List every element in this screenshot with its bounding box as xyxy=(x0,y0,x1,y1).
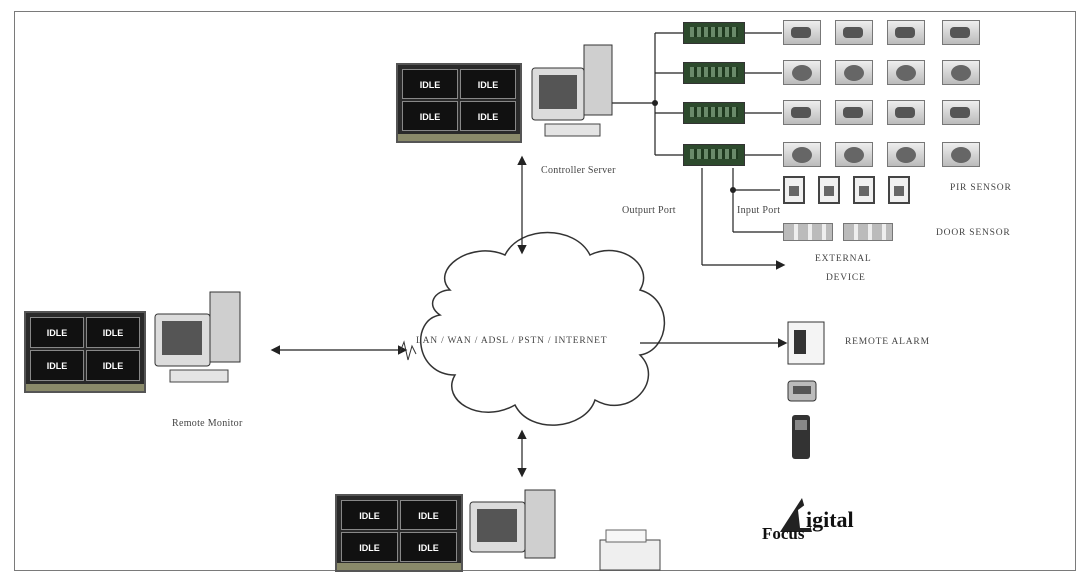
capture-card xyxy=(683,22,745,44)
camera-icon xyxy=(887,20,925,45)
capture-card xyxy=(683,102,745,124)
door-sensor-icon xyxy=(843,223,893,241)
display-tile: IDLE xyxy=(402,69,458,99)
dome-camera-icon xyxy=(887,142,925,167)
door-sensor-icon xyxy=(783,223,833,241)
pir-sensor-label: PIR SENSOR xyxy=(950,183,1012,193)
camera-icon xyxy=(835,100,873,125)
display-tile: IDLE xyxy=(86,350,140,381)
logo-text-small: Focus xyxy=(762,524,805,543)
display-tile: IDLE xyxy=(30,317,84,348)
workstation-display: IDLE IDLE IDLE IDLE xyxy=(335,494,463,572)
network-cloud xyxy=(419,231,666,426)
remote-monitor-label: Remote Monitor xyxy=(172,418,243,429)
capture-card xyxy=(683,62,745,84)
external-device-label-1: EXTERNAL xyxy=(815,254,872,264)
remote-monitor-display: IDLE IDLE IDLE IDLE xyxy=(24,311,146,393)
server-display: IDLE IDLE IDLE IDLE xyxy=(396,63,522,143)
display-tile: IDLE xyxy=(402,101,458,131)
pir-sensor-icon xyxy=(853,176,875,204)
display-tile: IDLE xyxy=(86,317,140,348)
display-tile: IDLE xyxy=(341,500,398,530)
camera-icon xyxy=(887,100,925,125)
dome-camera-icon xyxy=(887,60,925,85)
camera-icon xyxy=(783,20,821,45)
controller-server-label: Controller Server xyxy=(541,165,616,176)
display-tile: IDLE xyxy=(30,350,84,381)
input-port-label: Input Port xyxy=(737,205,781,216)
display-tile: IDLE xyxy=(460,101,516,131)
pir-sensor-icon xyxy=(888,176,910,204)
dome-camera-icon xyxy=(942,142,980,167)
capture-card xyxy=(683,144,745,166)
digital-focus-logo: igital Focus xyxy=(760,494,900,554)
network-label: LAN / WAN / ADSL / PSTN / INTERNET xyxy=(416,336,608,346)
camera-icon xyxy=(835,20,873,45)
camera-icon xyxy=(783,100,821,125)
display-tile: IDLE xyxy=(400,532,457,562)
display-tile: IDLE xyxy=(341,532,398,562)
pir-sensor-icon xyxy=(818,176,840,204)
output-port-label: Outpurt Port xyxy=(622,205,676,216)
camera-icon xyxy=(942,100,980,125)
camera-icon xyxy=(942,20,980,45)
dome-camera-icon xyxy=(835,60,873,85)
external-device-label-2: DEVICE xyxy=(826,273,866,283)
dome-camera-icon xyxy=(835,142,873,167)
door-sensor-label: DOOR SENSOR xyxy=(936,228,1011,238)
dome-camera-icon xyxy=(942,60,980,85)
pir-sensor-icon xyxy=(783,176,805,204)
logo-triangle-icon xyxy=(780,498,812,532)
remote-alarm-label: REMOTE ALARM xyxy=(845,337,930,347)
dome-camera-icon xyxy=(783,142,821,167)
dome-camera-icon xyxy=(783,60,821,85)
diagram-frame xyxy=(14,11,1076,571)
display-tile: IDLE xyxy=(460,69,516,99)
display-tile: IDLE xyxy=(400,500,457,530)
logo-text-big: igital xyxy=(806,507,854,532)
